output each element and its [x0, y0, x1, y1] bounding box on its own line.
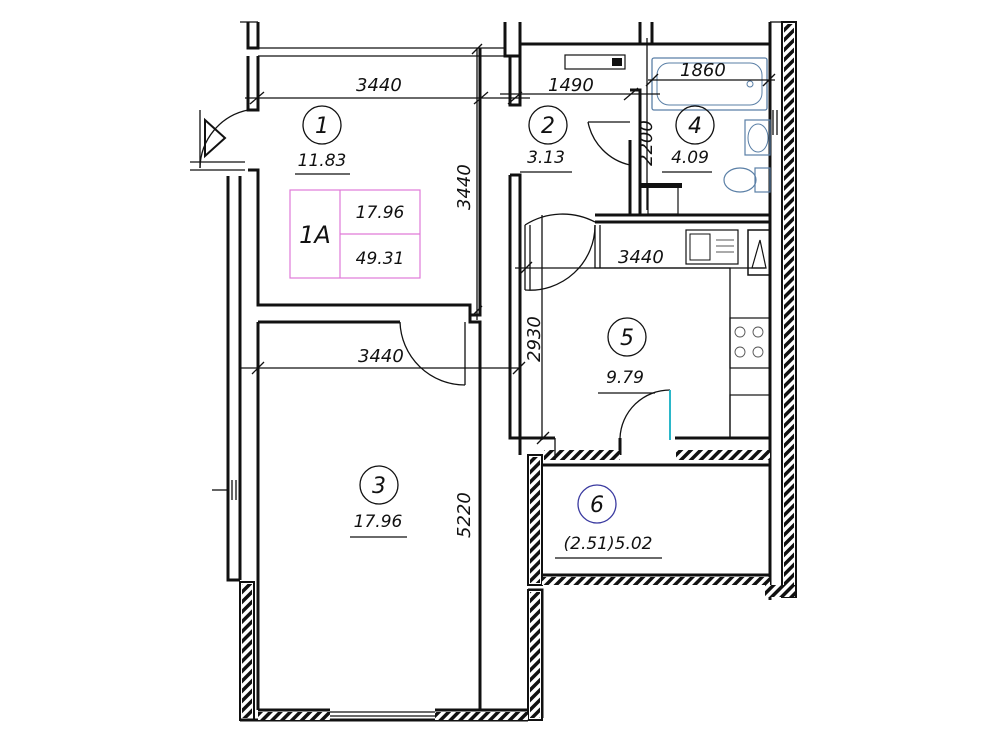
- apartment-code: 1A: [299, 221, 331, 249]
- walls: [190, 21, 797, 722]
- sink-icon: [744, 119, 771, 156]
- room-6-area: (2.51)5.02: [564, 534, 653, 554]
- small-fixture-icon: [564, 54, 626, 70]
- room-3-area: 17.96: [354, 512, 403, 532]
- room-1-number: 1: [315, 114, 329, 139]
- room-5-number: 5: [620, 326, 634, 351]
- apartment-total-area: 49.31: [356, 249, 405, 269]
- room1-width-dim: 3440: [356, 75, 402, 96]
- room3-depth-dim: 5220: [454, 492, 475, 538]
- bath-width-dim: 1860: [680, 60, 726, 81]
- room-6-number: 6: [590, 493, 604, 518]
- kitchen-sink-icon: [685, 229, 739, 265]
- kitchen-width-dim: 3440: [618, 247, 664, 268]
- room-3-label: 3 17.96: [350, 465, 407, 538]
- entrance-arrow-icon: [204, 117, 227, 159]
- toilet-icon: [723, 167, 771, 193]
- hall-width-dim: 1490: [548, 75, 594, 96]
- room-1-label: 1 11.83: [295, 105, 350, 175]
- room-4-area: 4.09: [671, 148, 709, 168]
- bathtub-icon: [651, 57, 768, 111]
- room-5-area: 9.79: [606, 368, 644, 388]
- room-5-label: 5 9.79: [598, 317, 655, 394]
- room-3-number: 3: [372, 474, 386, 499]
- room-2-number: 2: [541, 114, 555, 139]
- hatched-walls: [242, 24, 795, 720]
- windows: [231, 110, 778, 500]
- room-6-label: 6 (2.51)5.02: [555, 484, 662, 559]
- room1-depth-dim: 3440: [454, 164, 475, 210]
- room-2-area: 3.13: [527, 148, 565, 168]
- room3-width-dim: 3440: [358, 346, 404, 367]
- bath-depth-dim: 2200: [636, 120, 657, 166]
- kitchen-cabinet: [729, 394, 771, 439]
- apartment-info-box: 1A 17.96 49.31: [289, 189, 421, 279]
- doors: [199, 109, 671, 460]
- stove-icon: [729, 317, 771, 369]
- room-4-label: 4 4.09: [662, 105, 715, 173]
- room-4-number: 4: [688, 114, 702, 139]
- water-heater-icon: [640, 183, 682, 215]
- room-2-label: 2 3.13: [520, 105, 572, 173]
- dimension-lines: [240, 38, 776, 445]
- apartment-living-area: 17.96: [356, 203, 405, 223]
- kitchen-depth-dim: 2930: [524, 316, 545, 362]
- room-1-area: 11.83: [298, 151, 347, 171]
